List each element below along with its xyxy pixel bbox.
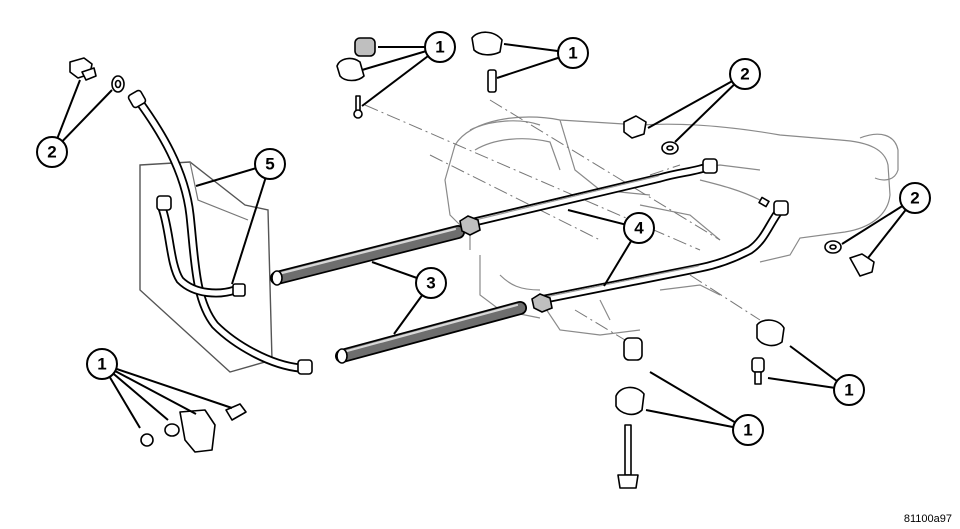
callout-label: 1: [435, 38, 444, 57]
callout-label: 2: [910, 189, 919, 208]
callout-3: 3: [415, 267, 447, 299]
callout-label: 2: [47, 143, 56, 162]
callout-4: 4: [623, 212, 655, 244]
transmission-ghost-outline: [364, 99, 899, 341]
callout-2-top-center: 2: [729, 58, 761, 90]
hardware-parts: [69, 31, 875, 489]
callout-2-right: 2: [899, 182, 931, 214]
transmission-line-4: [459, 158, 789, 313]
callout-label: 5: [265, 155, 274, 174]
callout-label: 1: [743, 421, 752, 440]
callout-1-bottom-right: 1: [833, 374, 865, 406]
callout-label: 3: [426, 274, 435, 293]
callout-1-top-right: 1: [557, 37, 589, 69]
callout-5: 5: [254, 148, 286, 180]
callout-1-bottom-center: 1: [732, 414, 764, 446]
callout-label: 1: [568, 44, 577, 63]
callout-2-top-left: 2: [36, 136, 68, 168]
cooler-tube-3: [270, 225, 527, 364]
callout-1-top-left: 1: [424, 31, 456, 63]
callout-leaders: [51, 43, 916, 431]
radiator-outline: [139, 161, 273, 373]
cooler-line-5: [127, 89, 313, 375]
callout-label: 1: [844, 381, 853, 400]
callout-label: 4: [634, 219, 644, 238]
callout-label: 1: [97, 355, 106, 374]
callout-1-bottom-left: 1: [86, 348, 118, 380]
figure-code: 81100a97: [903, 513, 952, 525]
callout-label: 2: [740, 65, 749, 84]
